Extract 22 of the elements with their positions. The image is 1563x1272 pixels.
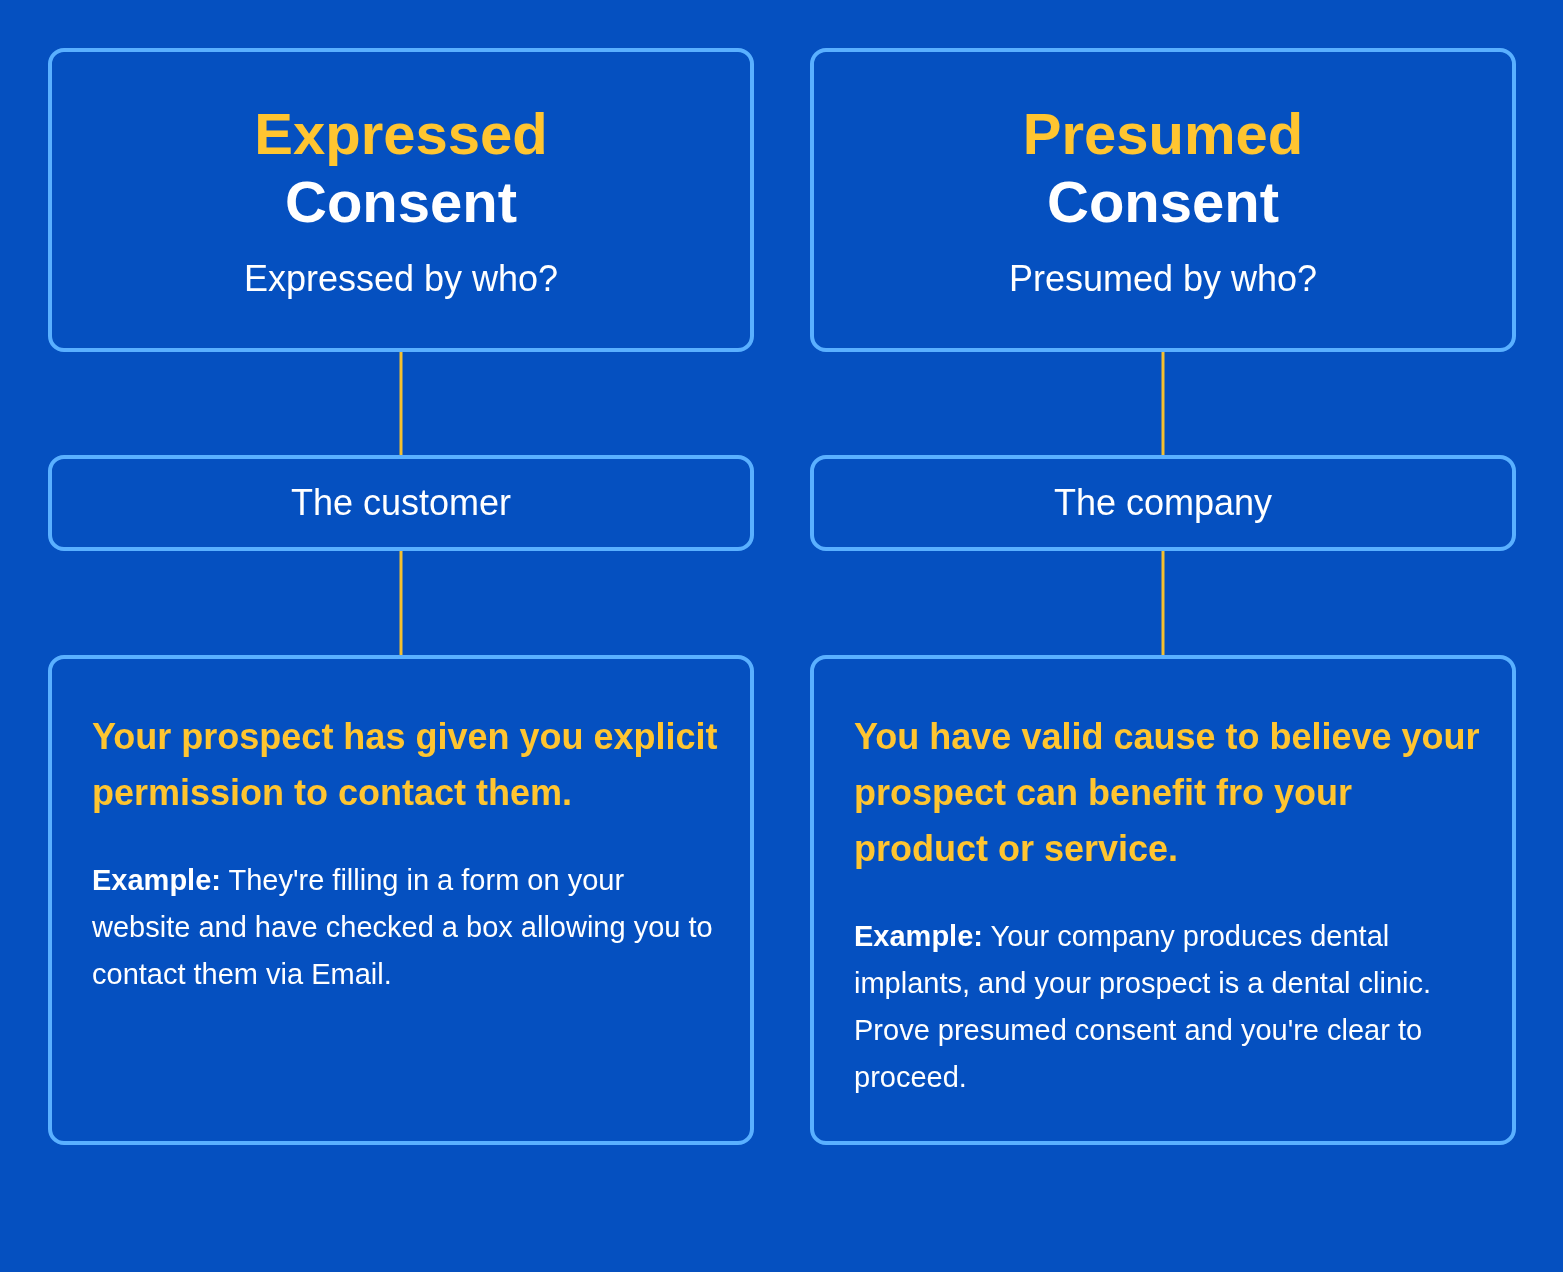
example-text: Example: They're filling in a form on your website and have checked a box allowing you to contact them via Email. xyxy=(92,863,714,992)
description-card xyxy=(48,655,754,1145)
description-card xyxy=(810,655,1516,1145)
title-card xyxy=(48,48,754,352)
answer-text: The customer xyxy=(290,482,512,524)
heading: Presumed xyxy=(1022,100,1304,168)
answer-box xyxy=(810,455,1516,551)
subheading: Presumed by who? xyxy=(1008,258,1318,300)
description-text: You have valid cause to believe your prospect can benefit fro your product or service. xyxy=(854,715,1481,871)
description-text: Your prospect has given you explicit permission to contact them. xyxy=(92,715,719,815)
connector-line xyxy=(399,352,403,455)
heading: Consent xyxy=(285,168,517,236)
heading: Consent xyxy=(1047,168,1279,236)
answer-box xyxy=(48,455,754,551)
connector-line xyxy=(1161,352,1165,455)
example-text: Example: Your company produces dental implants, and your prospect is a dental clinic. Prove presumed consent and you're clear to proceed. xyxy=(854,919,1433,1095)
title-card xyxy=(810,48,1516,352)
connector-line xyxy=(399,551,403,655)
connector-line xyxy=(1161,551,1165,655)
answer-text: The company xyxy=(1053,482,1273,524)
heading: Expressed xyxy=(254,100,548,168)
subheading: Expressed by who? xyxy=(243,258,559,300)
